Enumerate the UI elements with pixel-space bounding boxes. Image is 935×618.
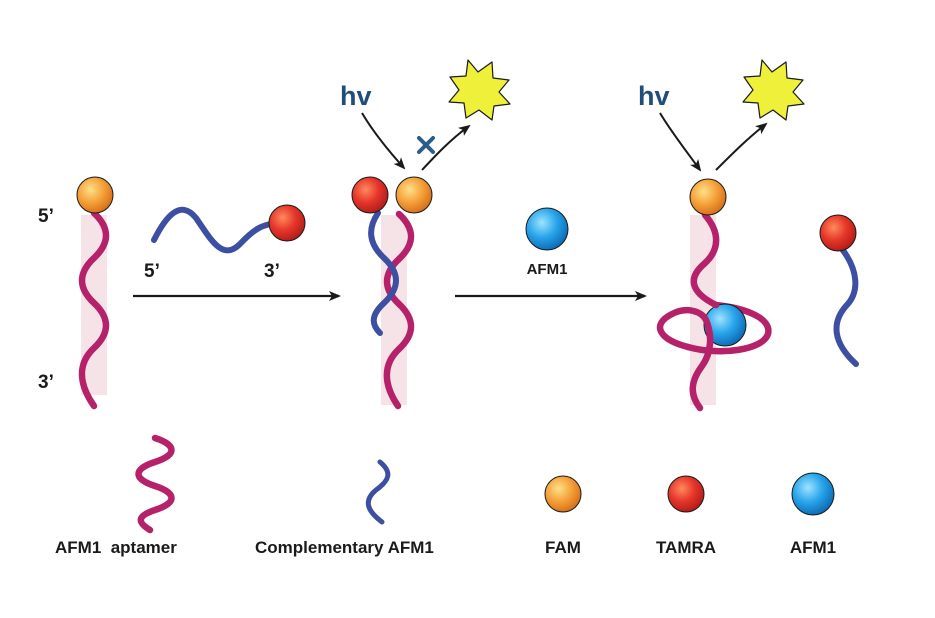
aptamer-strand	[383, 210, 415, 410]
fam-fluorophore	[689, 178, 727, 216]
legend: AFM1 aptamer Complementary AFM1 FAM TAMR…	[55, 434, 836, 557]
afm1-target-label: AFM1	[527, 261, 568, 278]
fam-fluorophore	[76, 176, 114, 214]
legend-aptamer-label: AFM1 aptamer	[55, 538, 177, 557]
legend-complementary-label: Complementary AFM1	[255, 538, 434, 557]
fluorescence-burst-icon	[742, 59, 805, 121]
aptamer-loop-front	[656, 307, 714, 412]
excitation-label: hv	[340, 81, 372, 111]
complementary-strand	[833, 246, 859, 367]
legend-tamra-icon	[667, 475, 705, 513]
stage-3-aptamer-afm1-complex: hv	[638, 59, 805, 412]
stage-1-free-aptamer: 5’ 3’	[38, 176, 114, 410]
fluorescence-burst-icon	[448, 59, 511, 121]
emission-arrow	[715, 122, 768, 171]
aptamer-3-prime-label: 3’	[38, 372, 54, 393]
legend-aptamer-icon	[135, 434, 175, 534]
legend-afm1-label: AFM1	[790, 538, 836, 557]
emission-arrow-blocked	[421, 124, 471, 171]
afm1-bound-molecule	[703, 303, 747, 347]
excitation-label: hv	[638, 81, 670, 111]
released-complementary-strand	[819, 214, 859, 367]
tamra-quencher	[268, 204, 306, 242]
complement-3-prime-label: 3’	[264, 261, 280, 282]
legend-fam-icon	[544, 475, 582, 513]
stage-2-duplex-quenched: hv	[340, 59, 511, 410]
aptamer-strand-folded	[690, 211, 720, 309]
complementary-strand-group: 5’ 3’	[144, 204, 306, 282]
aptamer-loop-back	[684, 301, 772, 355]
complementary-strand	[151, 206, 273, 254]
tamra-quencher	[819, 214, 857, 252]
tamra-quencher	[351, 176, 389, 214]
aptamer-5-prime-label: 5’	[38, 206, 54, 227]
legend-afm1-icon	[791, 472, 835, 516]
quench-cross-icon	[417, 136, 435, 154]
fam-fluorophore	[395, 176, 433, 214]
aptamer-strand	[78, 209, 110, 410]
excitation-arrow	[659, 112, 702, 172]
legend-fam-label: FAM	[545, 538, 581, 557]
legend-tamra-label: TAMRA	[656, 538, 716, 557]
afm1-target-molecule	[525, 207, 569, 251]
complement-5-prime-label: 5’	[144, 261, 160, 282]
legend-complementary-icon	[365, 459, 391, 525]
complementary-strand	[368, 210, 399, 336]
excitation-arrow	[361, 112, 406, 170]
